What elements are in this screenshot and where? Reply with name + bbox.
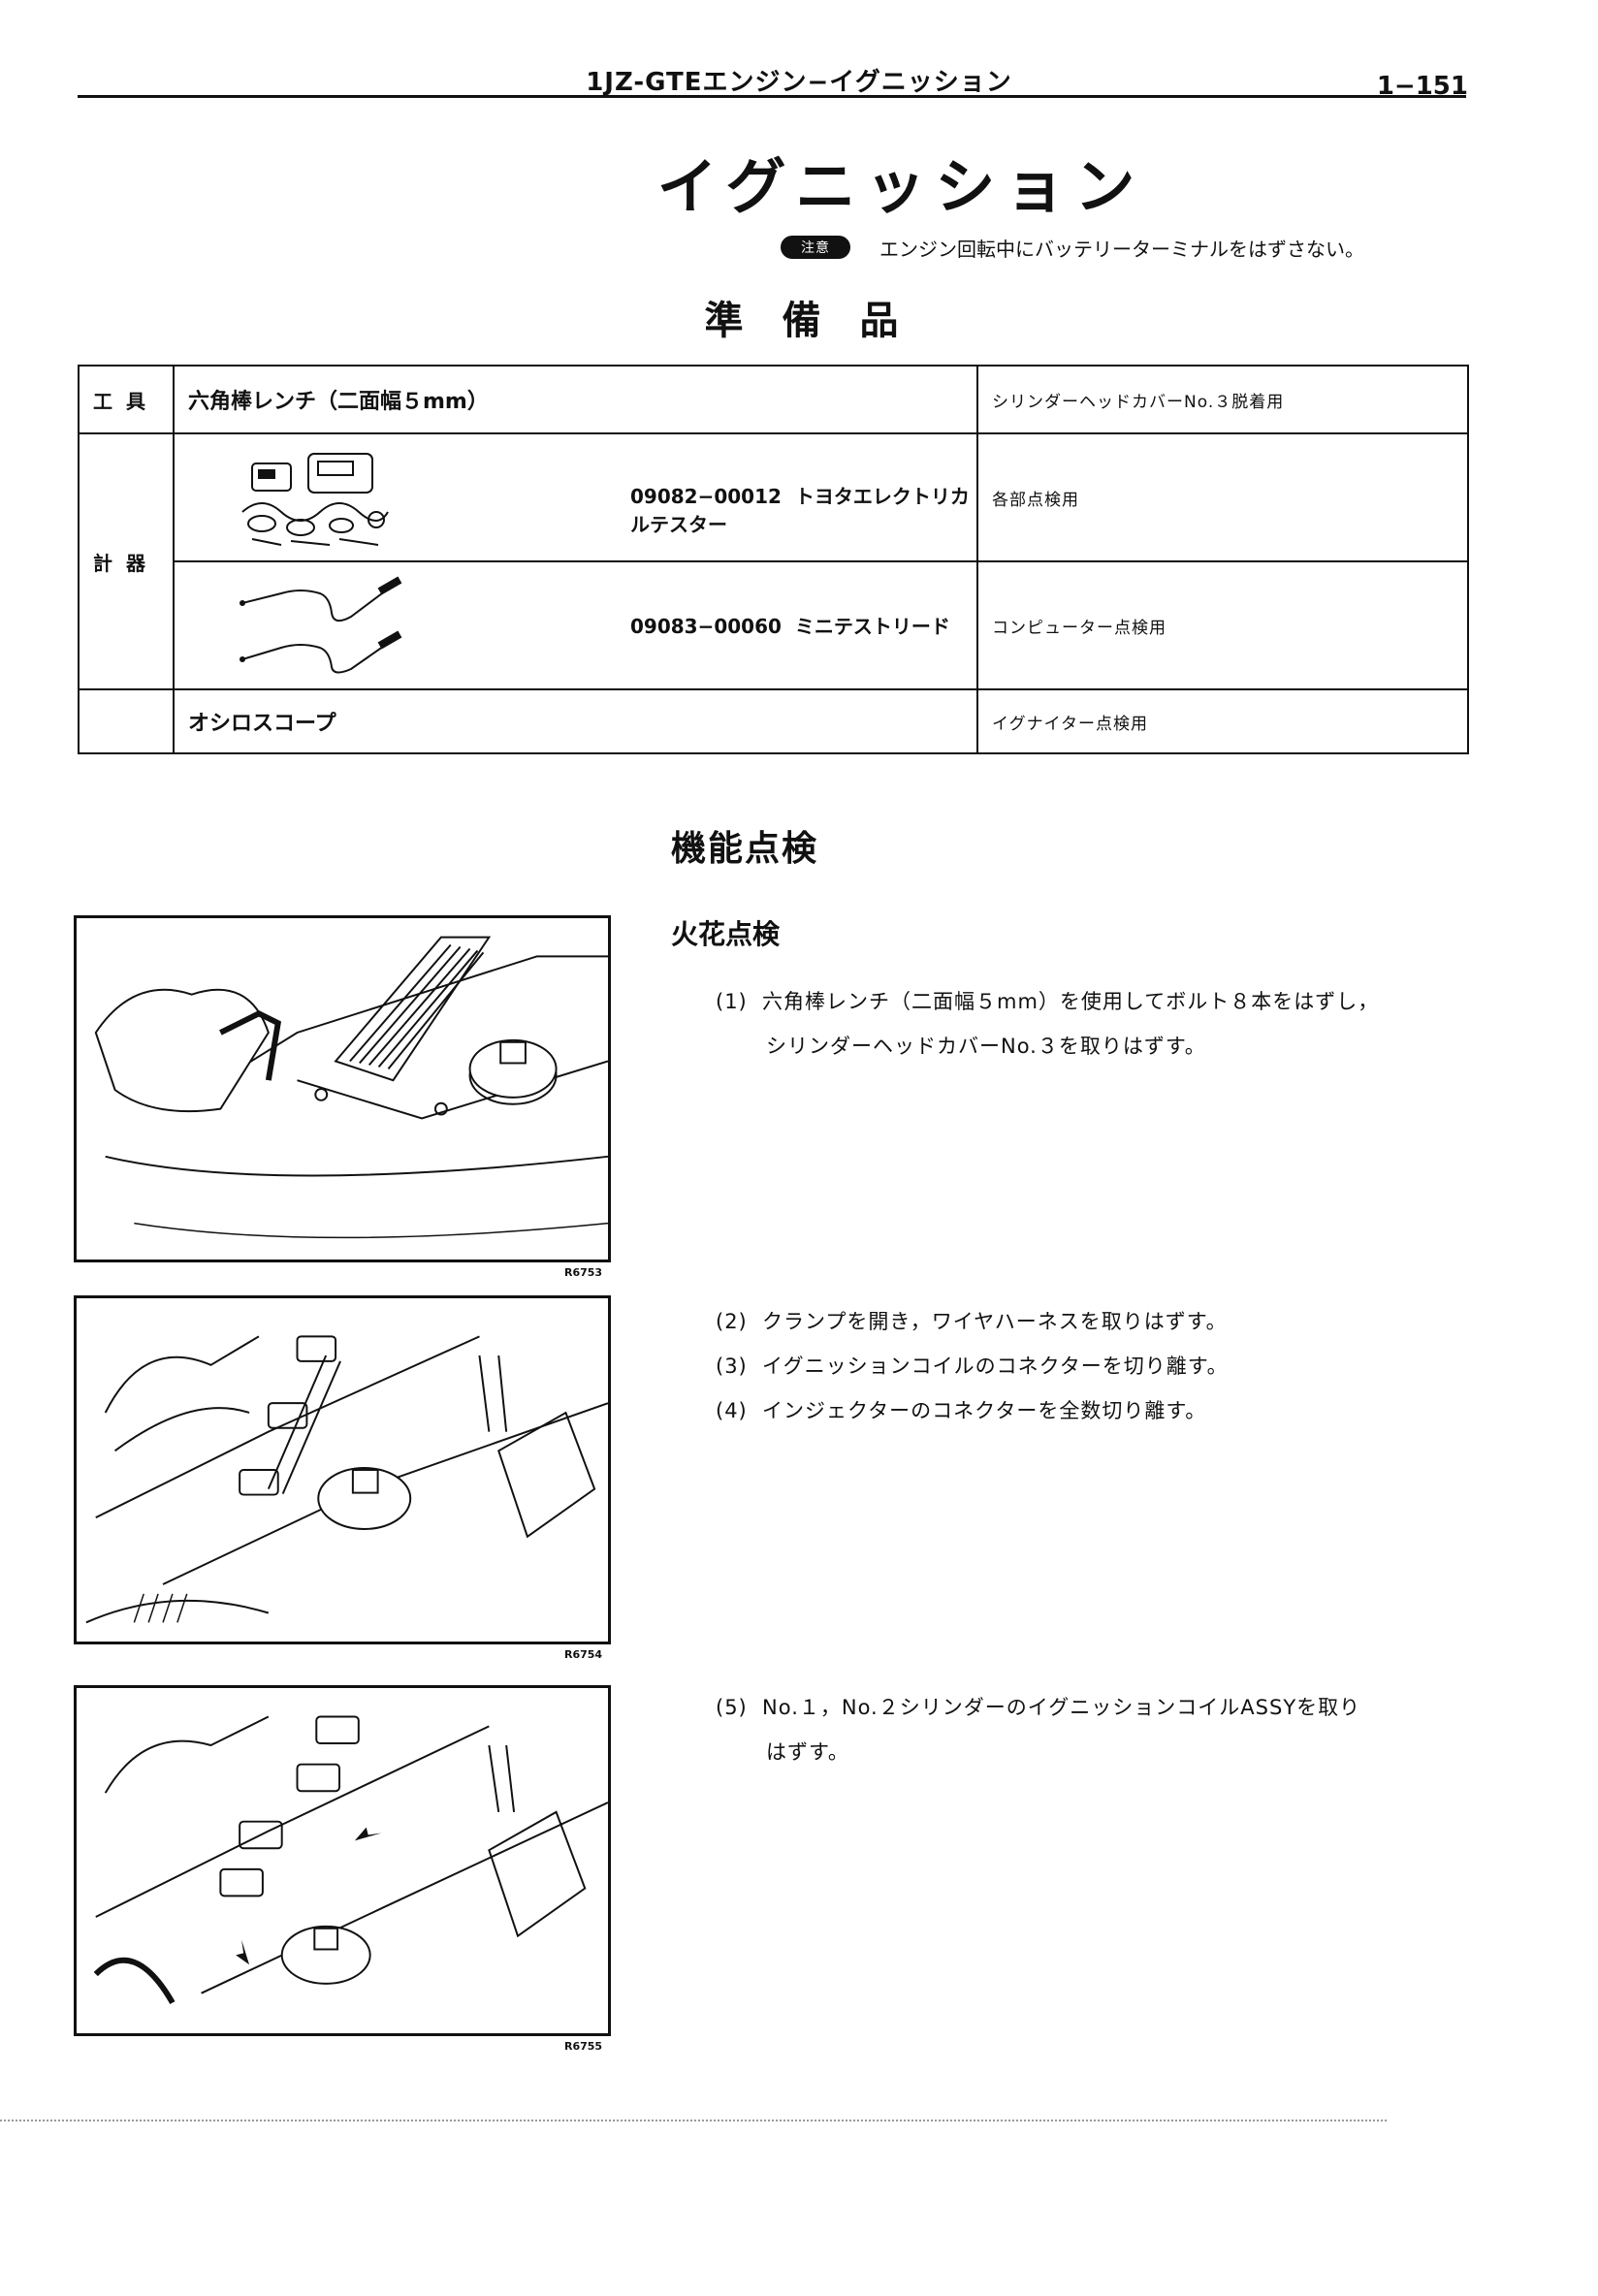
figure-code: R6753 [564, 1266, 603, 1279]
figure-code: R6755 [564, 2040, 603, 2053]
tool-purpose: シリンダーヘッドカバーNo.３脱着用 [976, 365, 1469, 434]
bottom-divider [0, 2120, 1387, 2121]
subsection-heading: 火花点検 [671, 918, 781, 950]
meter-code: 09082−00012 [630, 485, 782, 508]
equipment-table: 工具 六角棒レンチ（二面幅５mm） シリンダーヘッドカバーNo.３脱着用 計器 … [78, 365, 1469, 754]
scope-purpose: イグナイター点検用 [976, 688, 1469, 754]
step-1: (1)六角棒レンチ（二面幅５mm）を使用してボルト８本をはずし， シリンダーヘッ… [716, 990, 1380, 1058]
category-meters: 計器 [78, 432, 175, 690]
tool-item: 六角棒レンチ（二面幅５mm） [173, 365, 978, 434]
step-4: (4)インジェクターのコネクターを全数切り離す。 [716, 1399, 1207, 1422]
figure-code: R6754 [564, 1648, 603, 1661]
table-row: 工具 六角棒レンチ（二面幅５mm） シリンダーヘッドカバーNo.３脱着用 [78, 365, 1469, 434]
step-2: (2)クランプを開き，ワイヤハーネスを取りはずす。 [716, 1310, 1228, 1333]
section-heading: 機能点検 [671, 829, 819, 869]
caution-note: 注意 エンジン回転中にバッテリーターミナルをはずさない。 [781, 231, 1364, 264]
page-title: イグニッション [656, 151, 1145, 222]
meter-code: 09083−00060 [630, 615, 782, 638]
step-5: (5)No.１，No.２シリンダーのイグニッションコイルASSYを取り はずす。 [716, 1696, 1361, 1764]
meter-purpose: 各部点検用 [976, 432, 1469, 562]
cover-removal-illustration [94, 936, 608, 1239]
figure-cover-removal [74, 915, 611, 1262]
harness-illustration [85, 1335, 608, 1624]
meter-mini-test-lead: 09083−00060 ミニテストリード [173, 560, 978, 690]
meter-purpose: コンピューター点検用 [976, 560, 1469, 690]
coil-removal-illustration [93, 1715, 608, 2004]
meter-name: トヨタエレクトリカルテスター [630, 485, 970, 536]
preparation-heading: 準備品 [704, 299, 938, 343]
category-empty [78, 688, 175, 754]
caution-badge: 注意 [781, 236, 850, 259]
electrical-tester-icon [241, 453, 389, 546]
meter-electrical-tester: 09082−00012 トヨタエレクトリカルテスター [173, 432, 978, 562]
table-row: 計器 09082−00012 トヨタエレクトリカルテスター 各部点検用 [78, 432, 1469, 690]
running-header-title: 1JZ-GTEエンジン−イグニッション [586, 68, 1012, 97]
table-row: オシロスコープ イグナイター点検用 [78, 688, 1469, 754]
caution-text: エンジン回転中にバッテリーターミナルをはずさない。 [879, 237, 1364, 261]
scope-item: オシロスコープ [173, 688, 978, 754]
step-3: (3)イグニッションコイルのコネクターを切り離す。 [716, 1355, 1229, 1378]
table-row: 09083−00060 ミニテストリード コンピューター点検用 [79, 560, 1469, 690]
header-rule [78, 95, 1466, 98]
test-lead-icon [240, 576, 402, 674]
category-tools: 工具 [78, 365, 175, 434]
figure-harness-removal [74, 1295, 611, 1644]
meter-name: ミニテストリード [794, 615, 950, 638]
figure-coil-removal [74, 1685, 611, 2036]
